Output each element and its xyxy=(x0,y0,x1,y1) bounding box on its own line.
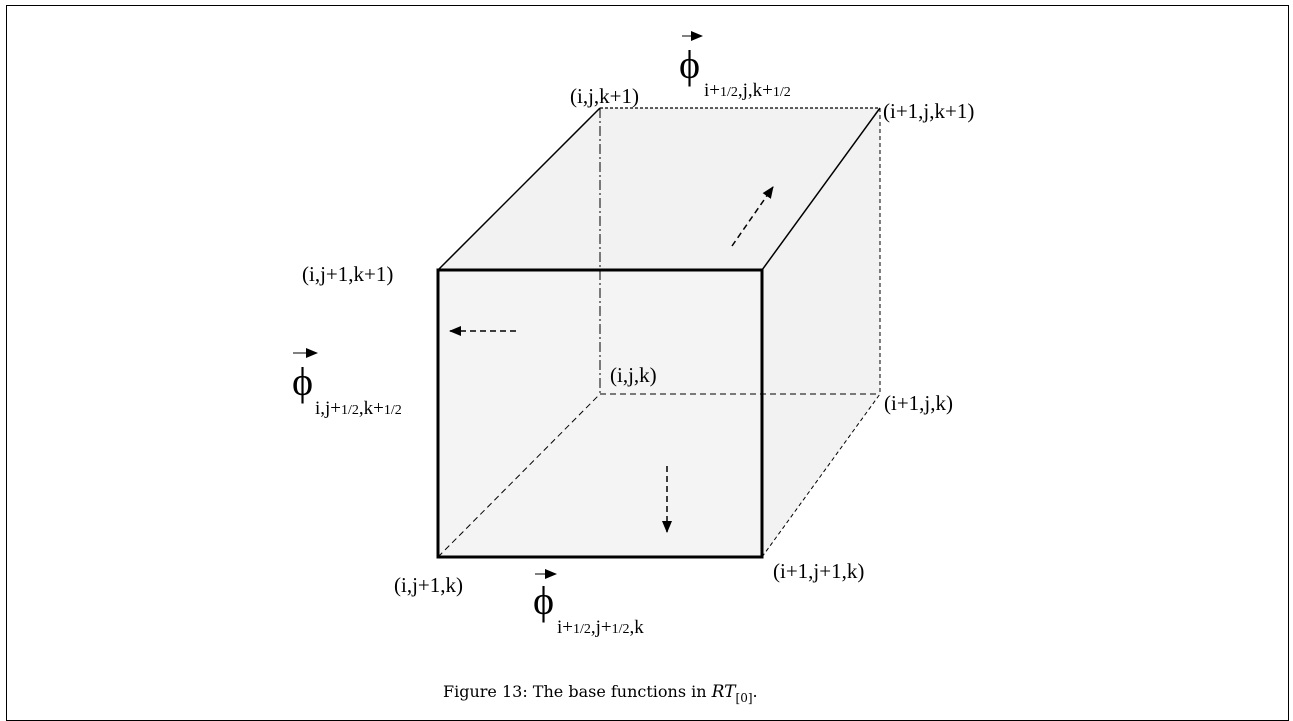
right-face xyxy=(762,108,880,557)
phi-bottom-sub-a: i+ xyxy=(557,617,573,638)
hidden-edge-right-diagonal xyxy=(761,393,881,558)
vertex-label-ij1k1: (i,j+1,k+1) xyxy=(302,262,393,286)
phi-top-sub-f2: 1/2 xyxy=(773,85,791,100)
front-face-outline xyxy=(436,268,764,559)
vertex-label-i1jk: (i+1,j,k) xyxy=(884,391,953,415)
phi-top-sub-f1: 1/2 xyxy=(720,85,738,100)
phi-subscript-top: i+1/2,j,k+1/2 xyxy=(704,80,791,101)
phi-left-sub-f1: 1/2 xyxy=(341,403,359,418)
vertex-label-i1j1k: (i+1,j+1,k) xyxy=(773,559,864,583)
phi-left-sub-f2: 1/2 xyxy=(384,403,402,418)
phi-symbol-top: ϕ xyxy=(679,42,700,87)
vertex-label-ij1k: (i,j+1,k) xyxy=(394,573,463,597)
phi-left-sub-b: ,k+ xyxy=(359,398,384,419)
phi-subscript-bottom: i+1/2,j+1/2,k xyxy=(557,617,644,638)
vertex-label-ijk: (i,j,k) xyxy=(610,363,657,387)
caption-subscript: [0] xyxy=(736,691,753,705)
phi-bottom-sub-f2: 1/2 xyxy=(612,622,630,637)
phi-top-sub-b: ,j,k+ xyxy=(738,80,773,101)
arrow-back-face xyxy=(731,186,774,247)
vertex-label-i1jk1: (i+1,j,k+1) xyxy=(883,99,974,123)
caption-math: RT xyxy=(711,682,738,702)
phi-bottom-sub-f1: 1/2 xyxy=(573,622,591,637)
phi-symbol-bottom: ϕ xyxy=(533,578,554,623)
vertex-label-ijk1: (i,j,k+1) xyxy=(570,84,639,108)
phi-bottom-sub-b: ,j+ xyxy=(591,617,612,638)
phi-top-sub-a: i+ xyxy=(704,80,720,101)
hidden-edge-left-diagonal xyxy=(437,393,601,558)
phi-left-sub-a: i,j+ xyxy=(315,398,341,419)
figure-caption: Figure 13: The base functions in RT[0]. xyxy=(443,682,758,705)
phi-bottom-sub-c: ,k xyxy=(630,617,645,638)
front-face xyxy=(438,270,762,557)
top-face xyxy=(438,108,880,270)
caption-suffix: . xyxy=(753,682,758,701)
phi-symbol-left: ϕ xyxy=(292,359,313,404)
edge-top-left xyxy=(437,107,601,271)
edge-top-right xyxy=(761,107,881,271)
phi-subscript-left: i,j+1/2,k+1/2 xyxy=(315,398,402,419)
caption-prefix: Figure 13: The base functions in xyxy=(443,682,712,701)
